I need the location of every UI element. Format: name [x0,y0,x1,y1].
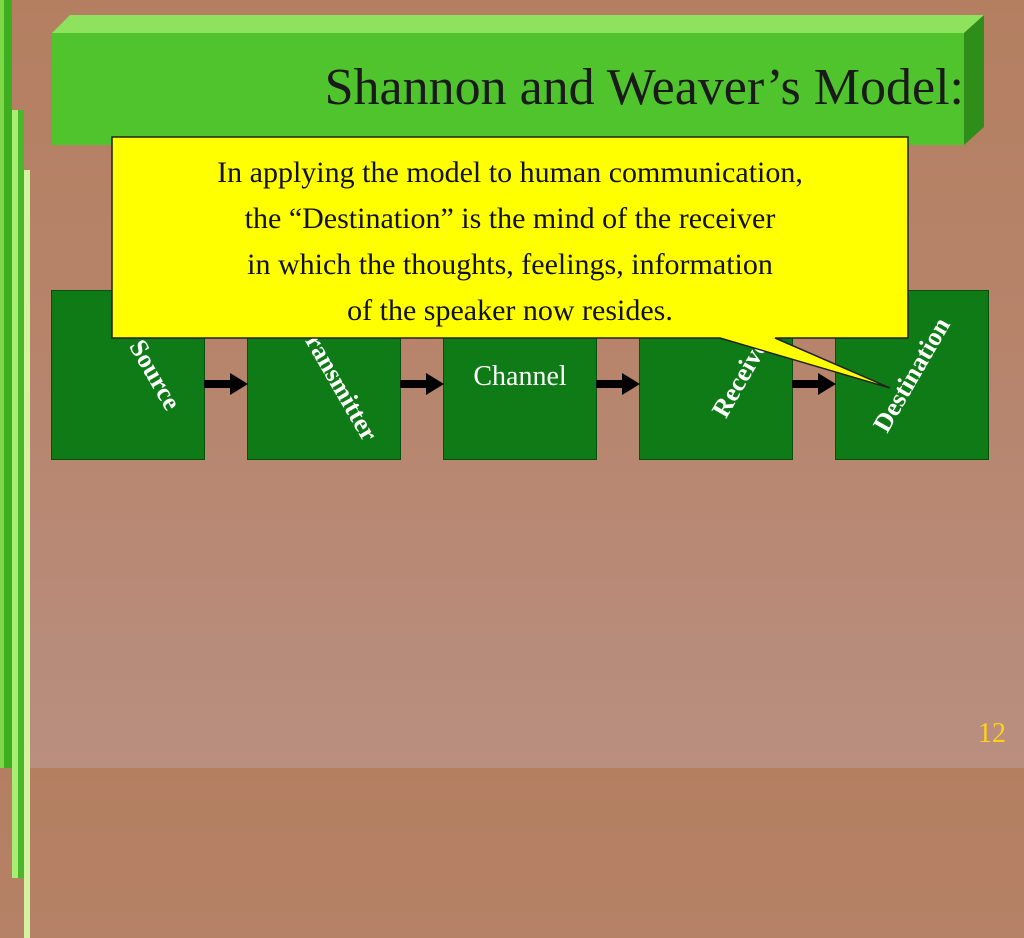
page-number: 12 [978,718,1006,749]
arrow-receiver-destination [792,373,836,395]
callout-line: In applying the model to human communica… [217,156,803,189]
callout-line: in which the thoughts, feelings, informa… [247,248,773,281]
slide-title: Shannon and Weaver’s Model: [324,59,964,116]
arrow-channel-receiver [596,373,640,395]
node-label-channel: Channel [473,361,567,392]
left-stripes [0,0,34,938]
title-bar-top-face [52,15,984,33]
callout-balloon [111,136,909,389]
callout-line: the “Destination” is the mind of the rec… [244,202,776,235]
title-bar [52,33,964,145]
title-bar-side-face [964,15,984,145]
callout-line: of the speaker now resides. [347,294,673,327]
arrow-transmitter-channel [400,373,444,395]
callout-text: In applying the model to human communica… [112,150,908,334]
arrow-source-transmitter [204,373,248,395]
